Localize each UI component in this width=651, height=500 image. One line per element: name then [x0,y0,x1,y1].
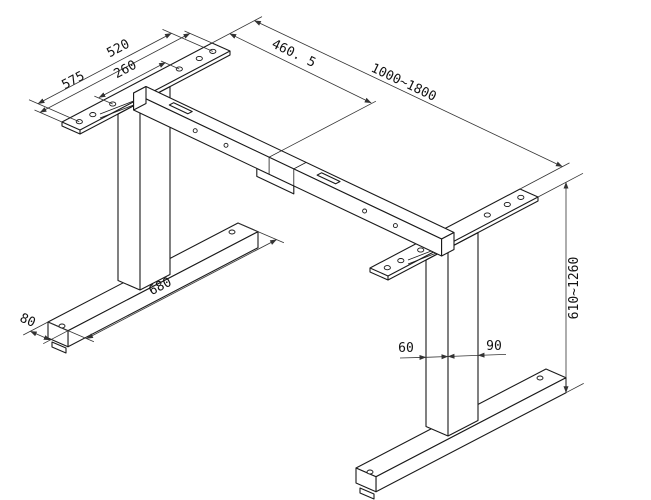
left-foot-front-pad [51,341,67,354]
dimension-line [425,354,449,360]
bracket-screw-hole [483,212,491,218]
bracket-screw-hole [383,265,391,271]
dim-label-60: 60 [398,341,414,356]
bracket-screw-hole [517,194,525,200]
beam-mounting-hole [362,208,368,214]
dim-label-80: 80 [17,311,37,331]
right-foot-bolt [536,375,544,381]
dim-height-range: 610~1260 [537,172,584,394]
dimension-line [229,33,372,104]
dimension-line [29,330,51,341]
beam-right-cap [441,231,455,257]
beam-mounting-hole [223,142,229,148]
dim-label-610-1260: 610~1260 [567,257,582,320]
right-foot-front-pad [359,487,375,500]
extension-line [211,16,570,190]
extension-line [23,321,69,345]
extension-line [28,29,213,123]
right-lifting-column [425,232,479,437]
dim-label-460-5: 460. 5 [269,37,318,71]
dim-foot-width: 80 [17,311,69,345]
dimension-line [98,62,166,98]
dim-column-section: 60 90 [398,339,507,360]
dimension-line [254,20,563,167]
extension-line [281,100,377,152]
bracket-screw-hole [503,201,511,208]
bracket-screw-hole [417,247,425,253]
right-column-body [425,232,479,437]
extension-line [34,30,213,123]
beam-cable-slot [316,172,341,185]
beam-mounting-hole [192,128,198,134]
dimension-line [477,352,507,358]
dim-beam-section: 460. 5 [229,33,377,152]
extension-line [537,172,584,394]
bracket-screw-hole [195,55,203,62]
dim-label-1000-1800: 1000~1800 [368,61,438,105]
bracket-screw-hole [397,258,405,264]
bracket-screw-hole [89,112,97,118]
dimension-line [86,239,277,339]
right-foot-bolt [366,469,374,475]
dim-label-90: 90 [486,339,502,354]
dim-label-520: 520 [104,37,132,61]
dimension-line [447,353,479,359]
dimension-line [399,354,427,360]
beam-mounting-hole [392,223,398,229]
beam-front-face [133,92,443,257]
left-foot-bolt [228,229,236,235]
